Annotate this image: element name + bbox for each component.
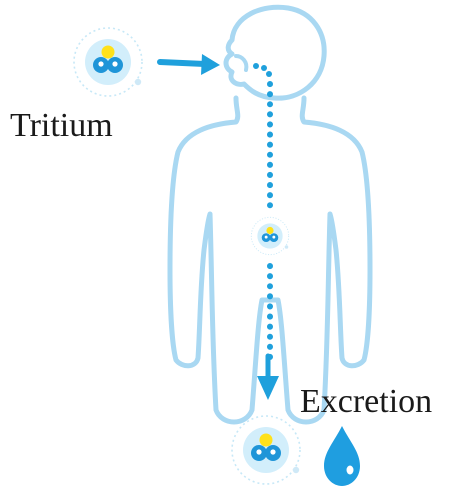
excretion-arrow bbox=[257, 356, 279, 400]
water-drop-icon bbox=[324, 426, 360, 486]
tritium-label: Tritium bbox=[10, 107, 113, 144]
tritium-molecule-icon bbox=[74, 28, 142, 96]
head-outline bbox=[226, 7, 324, 98]
tritium-molecule-icon bbox=[251, 217, 288, 254]
ingestion-path bbox=[253, 63, 272, 360]
mouth-outline bbox=[236, 56, 246, 70]
tritium-molecule-icon bbox=[232, 416, 300, 484]
intake-arrow bbox=[160, 54, 220, 75]
excretion-label: Excretion bbox=[300, 383, 432, 420]
